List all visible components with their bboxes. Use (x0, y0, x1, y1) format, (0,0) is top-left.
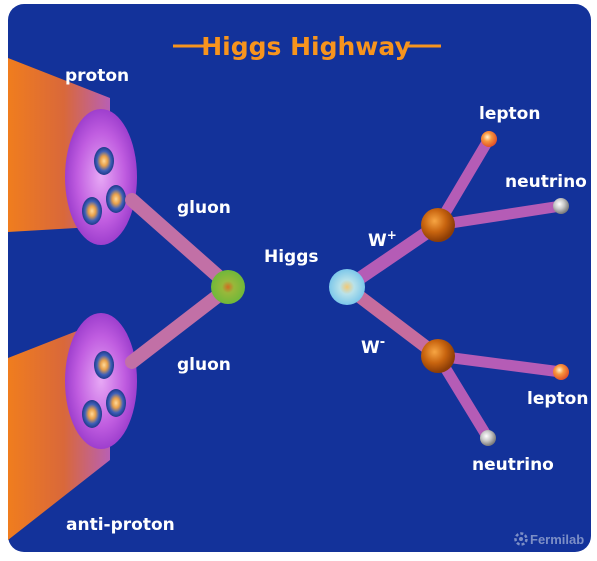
lepton-bottom-node (553, 364, 569, 380)
gluon-bottom-label: gluon (177, 355, 231, 375)
anti-proton-quark-2 (82, 400, 102, 428)
gluon-top-label: gluon (177, 198, 231, 218)
fermilab-logo-text: Fermilab (530, 532, 584, 547)
neutrino-bottom-label: neutrino (472, 455, 554, 475)
anti-proton-quark-1 (94, 351, 114, 379)
proton-quark-2 (82, 197, 102, 225)
w-plus-node (421, 208, 455, 242)
proton-oval (65, 109, 137, 245)
neutrino-top-node (553, 198, 569, 214)
proton-label: proton (65, 66, 129, 86)
neutrino-bottom-node (480, 430, 496, 446)
proton-quark-3 (106, 185, 126, 213)
gluon-node (211, 270, 245, 304)
w-minus-node (421, 339, 455, 373)
anti-proton-quark-3 (106, 389, 126, 417)
w-minus-superscript: - (380, 335, 385, 350)
lepton-top-node (481, 131, 497, 147)
anti-proton-label: anti-proton (66, 515, 175, 535)
lepton-bottom-label: lepton (527, 389, 588, 409)
higgs-label: Higgs (264, 247, 319, 267)
w-plus-superscript: + (387, 228, 397, 242)
lepton-top-label: lepton (479, 104, 540, 124)
diagram-title: Higgs Highway (201, 32, 411, 61)
neutrino-top-label: neutrino (505, 172, 587, 192)
higgs-node (329, 269, 365, 305)
anti-proton-oval (65, 313, 137, 449)
proton-quark-1 (94, 147, 114, 175)
